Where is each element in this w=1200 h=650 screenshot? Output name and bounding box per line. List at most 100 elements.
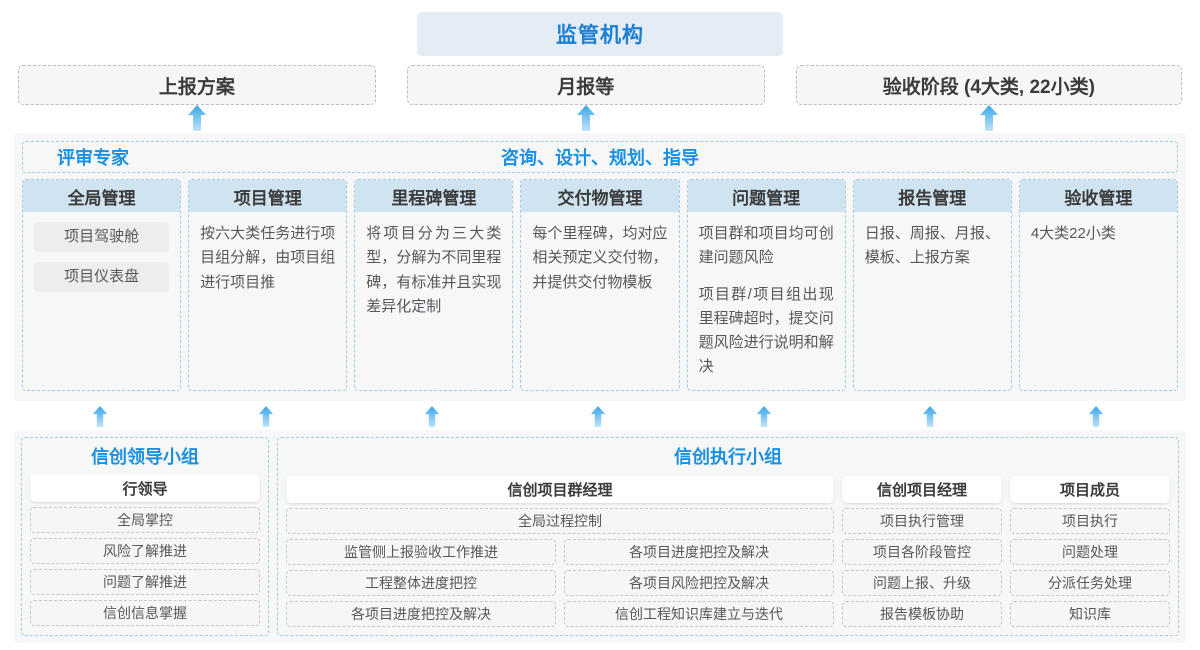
exec-member-item[interactable]: 知识库 xyxy=(1010,600,1170,627)
exec-projman-head[interactable]: 信创项目经理 xyxy=(842,475,1002,503)
middle-panel: 评审专家 咨询、设计、规划、指导 全局管理 项目驾驶舱 项目仪表盘 项目管理 按… xyxy=(14,133,1186,401)
arrow-up-icon xyxy=(92,404,112,430)
card-paragraph: 每个里程碑，均对应相关预定义交付物，并提供交付物模板 xyxy=(532,225,668,291)
exec-projman-item[interactable]: 问题上报、升级 xyxy=(842,569,1002,596)
card-title: 报告管理 xyxy=(853,180,1011,212)
exec-pm-item[interactable]: 工程整体进度把控 xyxy=(286,569,556,596)
group-leading-item[interactable]: 信创信息掌握 xyxy=(30,599,260,626)
arrow-cell-2 xyxy=(407,105,765,131)
group-exec: 信创执行小组 信创项目群经理 全局过程控制 监管侧上报验收工作推进 工程整体进度… xyxy=(277,436,1179,636)
exec-program-manager: 信创项目群经理 全局过程控制 监管侧上报验收工作推进 工程整体进度把控 各项目进… xyxy=(286,475,834,627)
card-title: 项目管理 xyxy=(189,180,347,212)
group-leading-item[interactable]: 问题了解推进 xyxy=(30,568,260,595)
regulator-label: 监管机构 xyxy=(556,24,644,47)
card-title: 全局管理 xyxy=(23,180,181,212)
exec-pm-item[interactable]: 各项目风险把控及解决 xyxy=(564,569,834,596)
exec-member-item[interactable]: 问题处理 xyxy=(1010,538,1170,565)
card-global-management[interactable]: 全局管理 项目驾驶舱 项目仪表盘 xyxy=(22,179,182,391)
arrow-row-top xyxy=(18,105,1182,131)
card-body: 4大类22小类 xyxy=(1020,212,1177,256)
regulator-banner-row: 监管机构 xyxy=(0,0,1200,56)
exec-projman-item[interactable]: 项目各阶段管控 xyxy=(842,538,1002,565)
exec-pm-subcolumns: 监管侧上报验收工作推进 工程整体进度把控 各项目进度把控及解决 各项目进度把控及… xyxy=(286,538,834,627)
exec-project-manager: 信创项目经理 项目执行管理 项目各阶段管控 问题上报、升级 报告模板协助 xyxy=(842,475,1002,627)
exec-columns: 信创项目群经理 全局过程控制 监管侧上报验收工作推进 工程整体进度把控 各项目进… xyxy=(286,475,1170,627)
exec-member-item[interactable]: 分派任务处理 xyxy=(1010,569,1170,596)
arrow-up-icon xyxy=(590,404,610,430)
card-paragraph: 4大类22小类 xyxy=(1030,225,1116,242)
arrow-up-icon xyxy=(424,404,444,430)
card-title: 里程碑管理 xyxy=(355,180,513,212)
management-cards-row: 全局管理 项目驾驶舱 项目仪表盘 项目管理 按六大类任务进行项目组分解，由项目组… xyxy=(22,179,1178,391)
exec-projman-item[interactable]: 报告模板协助 xyxy=(842,600,1002,627)
exec-pm-item[interactable]: 监管侧上报验收工作推进 xyxy=(286,538,556,565)
exec-pm-item[interactable]: 信创工程知识库建立与迭代 xyxy=(564,600,834,627)
card-body: 日报、周报、月报、模板、上报方案 xyxy=(854,212,1011,281)
card-paragraph: 按六大类任务进行项目组分解，由项目组进行项目推 xyxy=(200,225,336,291)
card-report-management[interactable]: 报告管理 日报、周报、月报、模板、上报方案 xyxy=(852,179,1012,391)
group-leading-item[interactable]: 全局掌控 xyxy=(30,506,260,533)
card-pill[interactable]: 项目仪表盘 xyxy=(34,262,170,292)
exec-member-item[interactable]: 项目执行 xyxy=(1010,507,1170,534)
arrow-up-icon xyxy=(1088,404,1108,430)
arrow-up-icon xyxy=(756,404,776,430)
report-box-monthly[interactable]: 月报等 xyxy=(406,65,765,105)
arrow-up-icon xyxy=(922,404,942,430)
arrow-up-icon xyxy=(979,105,999,131)
exec-pm-right-column: 各项目进度把控及解决 各项目风险把控及解决 信创工程知识库建立与迭代 xyxy=(564,538,834,627)
report-box-acceptance-label: 验收阶段 (4大类, 22小类) xyxy=(882,76,1095,98)
group-leading-item[interactable]: 风险了解推进 xyxy=(30,537,260,564)
exec-pm-item[interactable]: 各项目进度把控及解决 xyxy=(564,538,834,565)
role-label-consulting: 咨询、设计、规划、指导 xyxy=(501,148,699,168)
arrow-cell-m5 xyxy=(687,404,846,429)
arrow-cell-1 xyxy=(18,105,376,131)
card-body: 每个里程碑，均对应相关预定义交付物，并提供交付物模板 xyxy=(521,212,678,305)
exec-pm-full-item[interactable]: 全局过程控制 xyxy=(286,507,834,534)
card-paragraph: 项目群和项目均可创建问题风险 xyxy=(698,225,834,267)
card-title: 问题管理 xyxy=(687,180,845,212)
card-deliverable-management[interactable]: 交付物管理 每个里程碑，均对应相关预定义交付物，并提供交付物模板 xyxy=(520,179,680,391)
regulator-banner: 监管机构 xyxy=(417,12,783,56)
arrow-row-middle xyxy=(22,404,1178,429)
card-issue-management[interactable]: 问题管理 项目群和项目均可创建问题风险 项目群/项目组出现里程碑超时，提交问题风… xyxy=(686,179,846,391)
card-project-management[interactable]: 项目管理 按六大类任务进行项目组分解，由项目组进行项目推 xyxy=(188,179,348,391)
exec-pm-head[interactable]: 信创项目群经理 xyxy=(286,475,834,503)
arrow-cell-m3 xyxy=(354,404,513,429)
group-exec-title: 信创执行小组 xyxy=(674,446,782,467)
report-box-plan[interactable]: 上报方案 xyxy=(18,65,376,105)
arrow-cell-m4 xyxy=(520,404,679,429)
card-title: 验收管理 xyxy=(1019,180,1177,212)
arrow-cell-m1 xyxy=(22,404,181,429)
card-body: 项目驾驶舱 项目仪表盘 xyxy=(23,212,180,302)
arrow-cell-m6 xyxy=(853,404,1012,429)
group-leading-title: 信创领导小组 xyxy=(91,446,199,467)
arrow-up-icon xyxy=(576,105,596,131)
exec-member-head[interactable]: 项目成员 xyxy=(1010,475,1170,503)
card-paragraph: 日报、周报、月报、模板、上报方案 xyxy=(864,225,1000,267)
card-milestone-management[interactable]: 里程碑管理 将项目分为三大类型，分解为不同里程碑，有标准并且实现差异化定制 xyxy=(354,179,514,391)
card-pill[interactable]: 项目驾驶舱 xyxy=(34,222,170,252)
report-box-acceptance[interactable]: 验收阶段 (4大类, 22小类) xyxy=(795,65,1182,105)
report-box-monthly-label: 月报等 xyxy=(557,76,615,98)
report-box-plan-label: 上报方案 xyxy=(158,76,235,98)
group-leading: 信创领导小组 行领导 全局掌控 风险了解推进 问题了解推进 信创信息掌握 xyxy=(21,436,269,636)
role-bar: 评审专家 咨询、设计、规划、指导 xyxy=(22,141,1178,173)
arrow-up-icon xyxy=(258,404,278,430)
card-body: 按六大类任务进行项目组分解，由项目组进行项目推 xyxy=(189,212,346,305)
card-title: 交付物管理 xyxy=(521,180,679,212)
arrow-cell-m7 xyxy=(1019,404,1178,429)
card-acceptance-management[interactable]: 验收管理 4大类22小类 xyxy=(1018,179,1178,391)
exec-member: 项目成员 项目执行 问题处理 分派任务处理 知识库 xyxy=(1010,475,1170,627)
exec-pm-left-column: 监管侧上报验收工作推进 工程整体进度把控 各项目进度把控及解决 xyxy=(286,538,556,627)
group-leading-head[interactable]: 行领导 xyxy=(30,474,260,502)
report-box-row: 上报方案 月报等 验收阶段 (4大类, 22小类) xyxy=(18,65,1182,105)
exec-projman-item[interactable]: 项目执行管理 xyxy=(842,507,1002,534)
exec-pm-item[interactable]: 各项目进度把控及解决 xyxy=(286,600,556,627)
bottom-panel: 信创领导小组 行领导 全局掌控 风险了解推进 问题了解推进 信创信息掌握 信创执… xyxy=(14,429,1186,643)
role-label-reviewer: 评审专家 xyxy=(57,148,129,168)
card-paragraph: 将项目分为三大类型，分解为不同里程碑，有标准并且实现差异化定制 xyxy=(366,225,502,315)
arrow-up-icon xyxy=(187,105,207,131)
card-body: 将项目分为三大类型，分解为不同里程碑，有标准并且实现差异化定制 xyxy=(355,212,512,329)
card-body: 项目群和项目均可创建问题风险 项目群/项目组出现里程碑超时，提交问题风险进行说明… xyxy=(688,212,845,390)
